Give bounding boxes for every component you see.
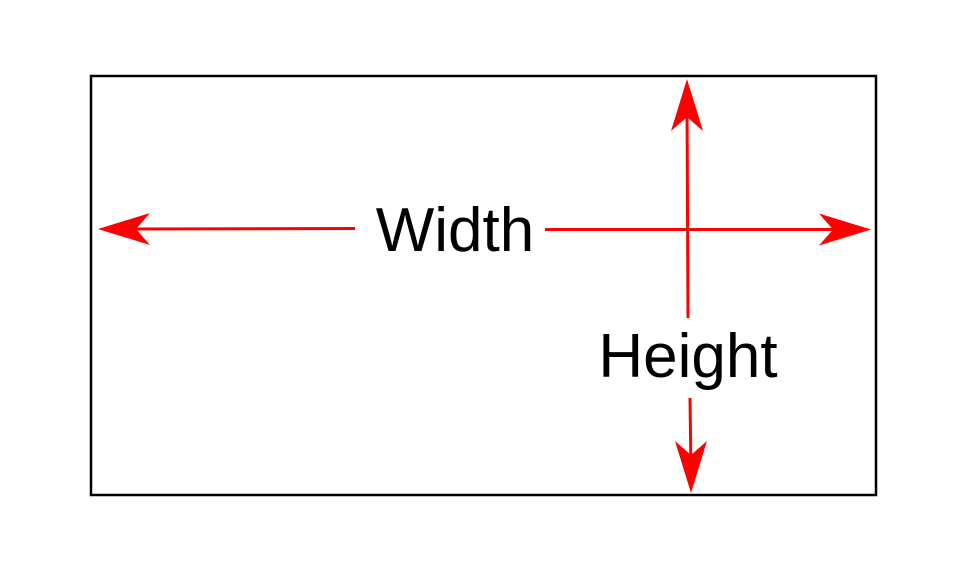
height-label: Height <box>598 322 777 391</box>
height-arrow-top-line <box>685 99 690 319</box>
width-arrow-left-line <box>119 227 356 231</box>
height-arrow-top-head <box>671 79 703 131</box>
width-label: Width <box>376 196 534 265</box>
rectangle-frame <box>89 74 878 497</box>
width-arrow-right-head <box>819 213 871 246</box>
height-arrow-bottom-head <box>675 441 707 493</box>
width-arrow-left-head <box>98 213 150 245</box>
